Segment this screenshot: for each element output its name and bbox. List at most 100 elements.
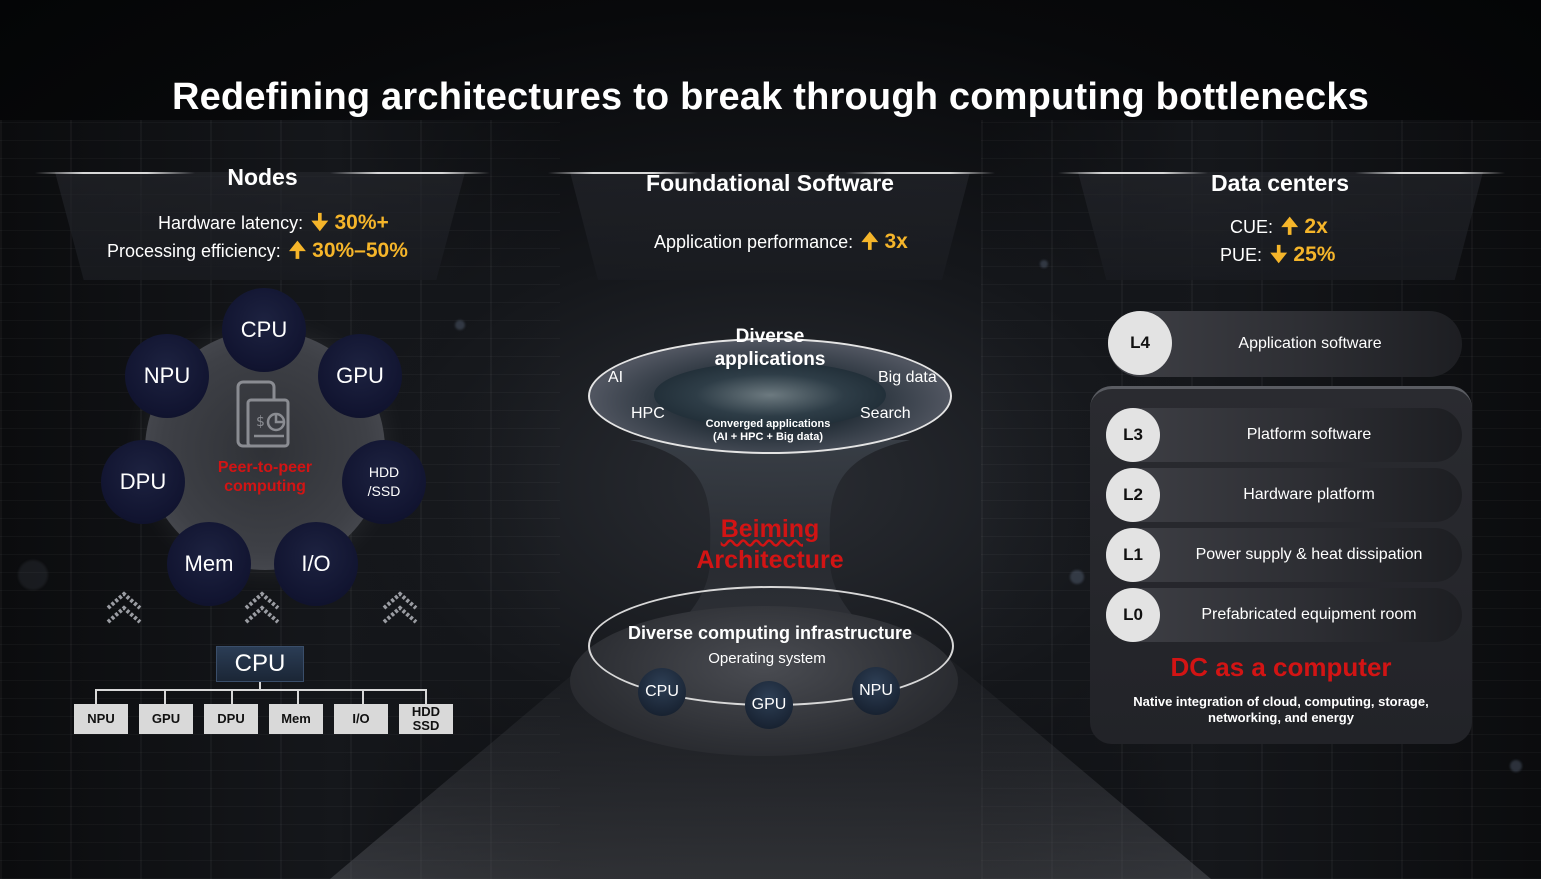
arrow-up-icon: 🠉: [288, 239, 307, 262]
layer-badge-l3: L3: [1106, 408, 1160, 462]
divider-line: [1355, 172, 1505, 174]
ring-node-io: I/O: [274, 522, 358, 606]
ring-node-ssd-line: /SSD: [367, 483, 401, 499]
ring-node-gpu: GPU: [318, 334, 402, 418]
tree-leaf-dpu: DPU: [204, 704, 258, 734]
layer-l3: Platform software: [1106, 408, 1462, 462]
app-ai: AI: [608, 369, 624, 386]
metric-label: PUE:: [1220, 245, 1263, 265]
bokeh-light: [18, 560, 48, 590]
software-heading: Foundational Software: [646, 170, 894, 196]
leaf-ssd-line: SSD: [412, 718, 440, 733]
dc-subtitle-line-2: networking, and energy: [1208, 709, 1354, 725]
tree-connector: [95, 689, 97, 704]
layer-label: Platform software: [1246, 426, 1372, 443]
tree-leaf-npu: NPU: [74, 704, 128, 734]
divider-line: [1058, 172, 1208, 174]
metric-label: Application performance:: [654, 232, 854, 252]
metric-label: CUE:: [1230, 217, 1274, 237]
tree-connector: [164, 689, 166, 704]
arrow-up-icon: 🠉: [1281, 215, 1299, 238]
tree-connector: [259, 682, 261, 690]
metric-label: Processing efficiency:: [107, 241, 281, 261]
tree-leaf-io: I/O: [334, 704, 388, 734]
layer-l0: Prefabricated equipment room: [1106, 588, 1462, 642]
layer-label: Power supply & heat dissipation: [1195, 546, 1423, 563]
ring-node-hdd-ssd: HDD/SSD: [342, 440, 426, 524]
layer-label: Hardware platform: [1243, 486, 1375, 503]
layer-badge-l4: L4: [1108, 311, 1172, 375]
divider-line: [330, 172, 490, 174]
applications-disc-center: [654, 362, 886, 428]
converged-line-2: (AI + HPC + Big data): [712, 430, 824, 443]
nodes-metric-latency: Hardware latency:🠋30%+: [158, 208, 389, 243]
apps-title-line-2: applications: [714, 348, 826, 370]
nodes-heading: Nodes: [227, 164, 298, 190]
ring-node-dpu: DPU: [101, 440, 185, 524]
architecture-word: Architecture: [696, 546, 844, 575]
layer-label: Application software: [1238, 335, 1382, 352]
tree-connector: [362, 689, 364, 704]
bokeh-light: [455, 320, 465, 330]
ring-node-hdd-line: HDD: [368, 464, 400, 481]
app-hpc: HPC: [631, 405, 665, 422]
arrow-up-icon: 🠉: [861, 230, 879, 253]
divider-line: [548, 172, 698, 174]
divider-line: [35, 172, 195, 174]
software-header-panel: [570, 172, 970, 280]
bokeh-light: [1040, 260, 1048, 268]
metric-value: 30%–50%: [312, 239, 408, 262]
layer-badge-l0: L0: [1106, 588, 1160, 642]
nodes-header-panel: [55, 172, 465, 280]
datacenters-heading: Data centers: [1210, 170, 1350, 196]
software-metric-performance: Application performance: 🠉3x: [654, 227, 908, 262]
app-big-data: Big data: [878, 369, 937, 386]
dc-subtitle-line-1: Native integration of cloud, computing, …: [1133, 694, 1429, 709]
arrow-down-icon: 🠋: [311, 211, 329, 234]
tree-connector: [95, 689, 427, 691]
converged-applications-label: Converged applications(AI + HPC + Big da…: [690, 418, 846, 443]
operating-system-label: Operating system: [708, 650, 826, 667]
tree-leaf-mem: Mem: [269, 704, 323, 734]
phone-payment-icon: $: [236, 380, 290, 448]
metric-value: 25%: [1293, 243, 1336, 266]
metric-value: 30%+: [334, 211, 389, 234]
chevron-up-icon: [244, 591, 280, 624]
svg-text:$: $: [256, 414, 265, 430]
tree-connector: [425, 689, 427, 704]
ring-node-mem: Mem: [167, 522, 251, 606]
tree-leaf-gpu: GPU: [139, 704, 193, 734]
layer-l2: Hardware platform: [1106, 468, 1462, 522]
ring-node-cpu: CPU: [222, 288, 306, 372]
bokeh-light: [1510, 760, 1522, 772]
arrow-down-icon: 🠋: [1270, 243, 1288, 266]
page-title: Redefining architectures to break throug…: [171, 76, 1370, 118]
app-search: Search: [860, 405, 911, 422]
leaf-hdd-line: HDD: [411, 704, 441, 720]
chevron-up-icon: [382, 591, 418, 624]
apps-title-line-1: Diverse: [735, 326, 805, 347]
cpu-tree-root: CPU: [216, 646, 304, 682]
chip-npu: NPU: [852, 667, 900, 715]
nodes-metric-efficiency: Processing efficiency: 🠉30%–50%: [107, 236, 408, 271]
beiming-word: Beiming: [720, 515, 820, 543]
metric-value: 2x: [1304, 215, 1328, 238]
bokeh-light: [1070, 570, 1084, 584]
layer-label: Prefabricated equipment room: [1201, 606, 1417, 623]
layer-badge-l2: L2: [1106, 468, 1160, 522]
metric-value: 3x: [884, 230, 908, 253]
chevron-up-icon: [106, 591, 142, 624]
divider-line: [845, 172, 995, 174]
datacenters-header-panel: [1078, 172, 1483, 280]
tree-connector: [297, 689, 299, 704]
converged-line-1: Converged applications: [705, 418, 831, 430]
dc-as-computer-title: DC as a computer: [1170, 652, 1392, 682]
dc-as-computer-subtitle: Native integration of cloud, computing, …: [1120, 694, 1442, 725]
p2p-line-2: computing: [224, 478, 306, 496]
ring-node-npu: NPU: [125, 334, 209, 418]
infrastructure-title: Diverse computing infrastructure: [627, 623, 913, 643]
layer-l1: Power supply & heat dissipation: [1106, 528, 1462, 582]
